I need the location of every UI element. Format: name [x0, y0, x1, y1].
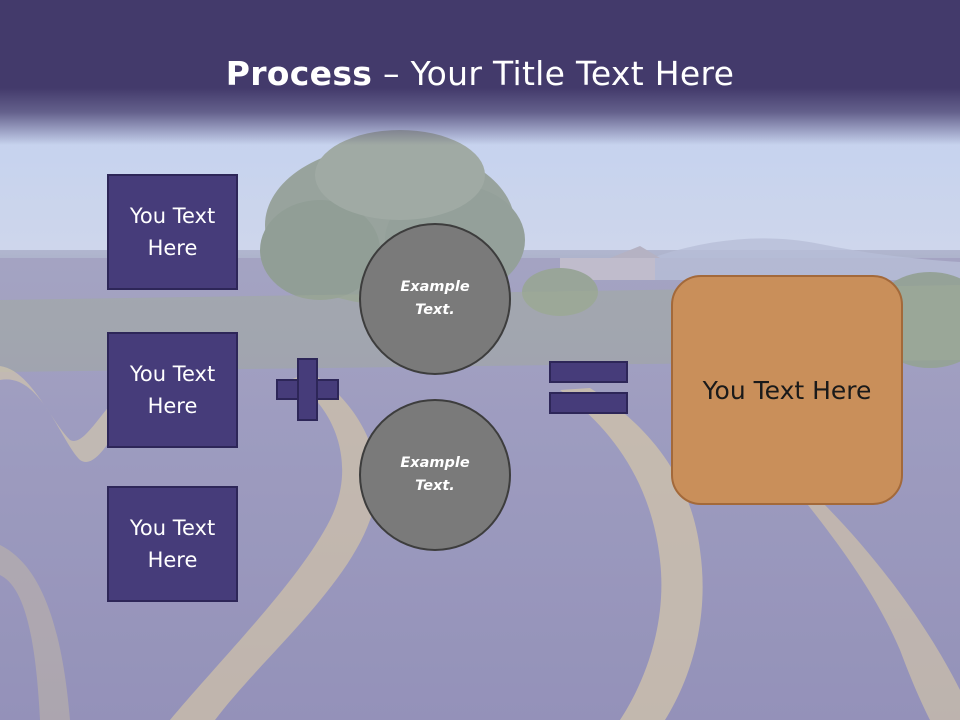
equals-icon [549, 361, 628, 415]
header-band [0, 0, 960, 145]
text-box-2-label: You Text Here [129, 362, 216, 418]
slide-title: Process – Your Title Text Here [0, 52, 960, 96]
text-box-3-label: You Text Here [129, 516, 216, 572]
example-circle-2-label: Example Text. [400, 455, 470, 494]
example-circle-2: Example Text. [359, 399, 511, 551]
text-box-1: You Text Here [107, 174, 238, 290]
text-box-3: You Text Here [107, 486, 238, 602]
text-box-2: You Text Here [107, 332, 238, 448]
plus-center [299, 381, 316, 398]
plus-icon [276, 358, 339, 421]
title-bold: Process [225, 54, 373, 93]
result-box: You Text Here [671, 275, 903, 505]
title-rest: – Your Title Text Here [372, 54, 735, 93]
example-circle-1: Example Text. [359, 223, 511, 375]
equals-bottom-bar [549, 392, 628, 414]
text-box-1-label: You Text Here [129, 204, 216, 260]
result-box-label: You Text Here [702, 375, 872, 405]
equals-top-bar [549, 361, 628, 383]
example-circle-1-label: Example Text. [400, 279, 470, 318]
